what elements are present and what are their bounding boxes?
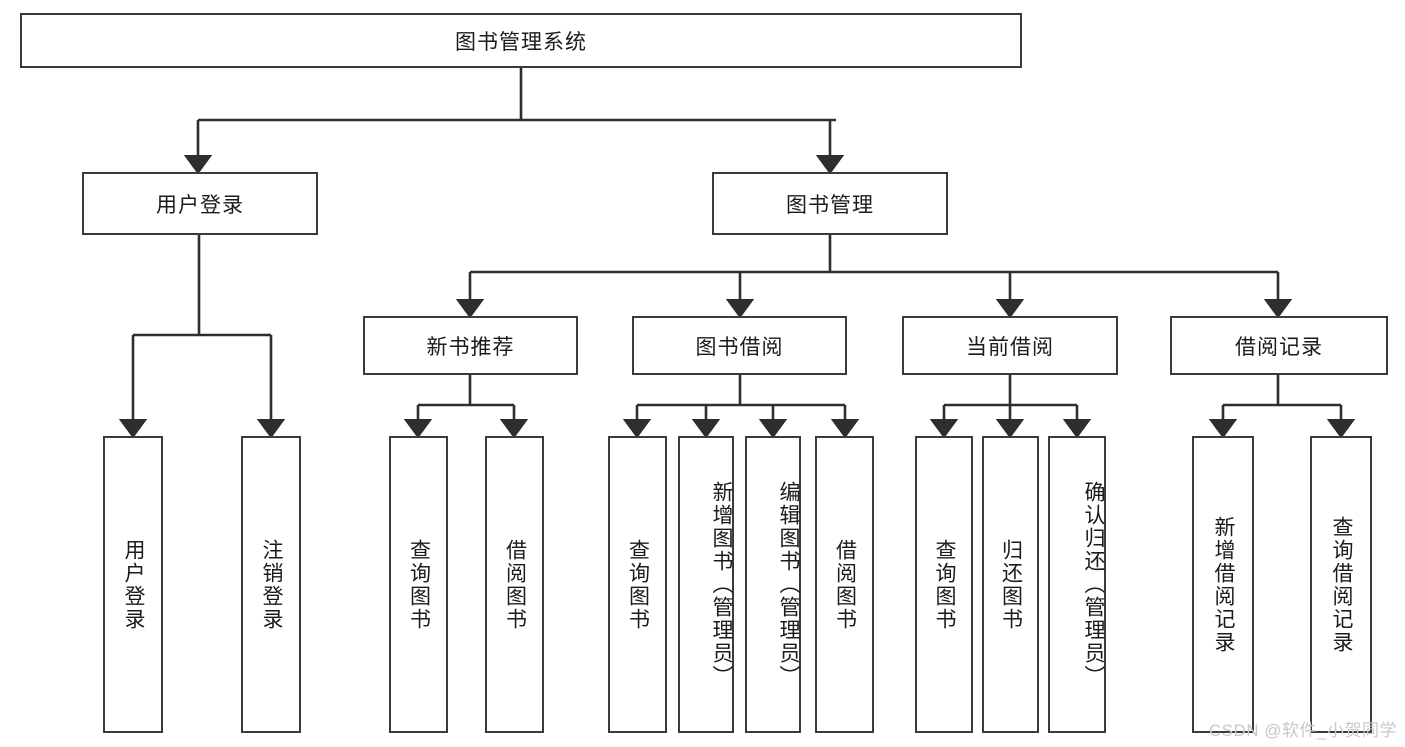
node-user-login[interactable]: 用户登录 (82, 172, 318, 235)
node-leaf-add-record[interactable]: 新增借阅记录 (1192, 436, 1254, 733)
node-leaf-edit-book[interactable]: 编辑图书（管理员） (745, 436, 801, 733)
node-leaf-user-login[interactable]: 用户登录 (103, 436, 163, 733)
node-borrow-record[interactable]: 借阅记录 (1170, 316, 1388, 375)
node-leaf-logout[interactable]: 注销登录 (241, 436, 301, 733)
node-leaf-query-book-b[interactable]: 查询图书 (608, 436, 667, 733)
node-root[interactable]: 图书管理系统 (20, 13, 1022, 68)
node-current-borrow[interactable]: 当前借阅 (902, 316, 1118, 375)
node-leaf-confirm-return[interactable]: 确认归还（管理员） (1048, 436, 1106, 733)
csdn-watermark: CSDN @软件_小贺同学 (1208, 721, 1397, 740)
node-leaf-borrow-book-b[interactable]: 借阅图书 (815, 436, 874, 733)
node-leaf-return-book[interactable]: 归还图书 (982, 436, 1039, 733)
node-book-manage[interactable]: 图书管理 (712, 172, 948, 235)
node-book-borrow[interactable]: 图书借阅 (632, 316, 847, 375)
node-leaf-query-book-c[interactable]: 查询图书 (915, 436, 973, 733)
node-leaf-query-book-a[interactable]: 查询图书 (389, 436, 448, 733)
node-leaf-add-book[interactable]: 新增图书（管理员） (678, 436, 734, 733)
node-leaf-borrow-book-a[interactable]: 借阅图书 (485, 436, 544, 733)
node-leaf-query-record[interactable]: 查询借阅记录 (1310, 436, 1372, 733)
node-new-book-rec[interactable]: 新书推荐 (363, 316, 578, 375)
